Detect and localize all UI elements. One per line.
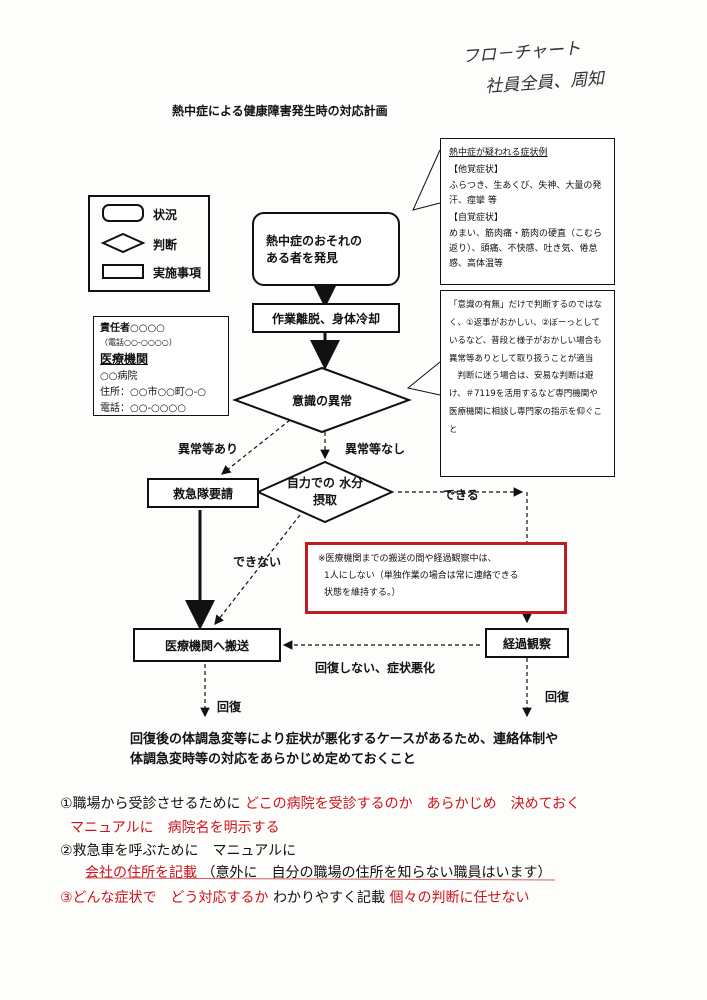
consciousness-diamond bbox=[232, 366, 412, 434]
consciousness-note-text-1: 「意識の有無」だけで判断するのではなく、①返事がおかしい、②ぼーっとしているなど… bbox=[449, 300, 603, 364]
call-ambulance-label: 救急隊要請 bbox=[172, 486, 233, 501]
instruction-3-black: わかりやすく記載 bbox=[273, 890, 386, 906]
contact-box: 責任者○○○○ （電話○○-○○○○） 医療機関 ○○病院 住所：○○市○○町○… bbox=[93, 316, 229, 416]
consciousness-label: 意識の異常 bbox=[291, 393, 352, 408]
legend-decision-shape bbox=[100, 232, 146, 254]
legend-status-shape bbox=[102, 204, 144, 222]
cool-down-label: 作業離脱、身体冷却 bbox=[271, 311, 380, 326]
instruction-1: ①職場から受診させるために どこの病院を受診するのか あらかじめ 決めておく bbox=[60, 793, 580, 813]
instruction-3: ③どんな症状で どう対応するか わかりやすく記載 個々の判断に任せない bbox=[60, 887, 529, 907]
cool-down-node: 作業離脱、身体冷却 bbox=[252, 303, 400, 333]
hospital-address: 住所：○○市○○町○-○ bbox=[100, 386, 206, 398]
instruction-3-red-1: ③どんな症状で どう対応するか bbox=[60, 890, 269, 906]
legend-decision-label: 判断 bbox=[153, 238, 178, 252]
instruction-2b: 会社の住所を記載 （意外に 自分の職場の住所を知らない職員はいます） bbox=[85, 862, 551, 882]
legend-action-label: 実施事項 bbox=[153, 266, 202, 280]
water-intake-label: 自力での 水分摂取 bbox=[286, 476, 364, 507]
page-title: 熱中症による健康障害発生時の対応計画 bbox=[172, 104, 388, 118]
other-symptoms-text: ふらつき、生あくび、失神、大量の発汗、痙攣 等 bbox=[449, 181, 602, 207]
manager-phone: （電話○○-○○○○） bbox=[100, 338, 177, 347]
hospital-name: ○○病院 bbox=[100, 370, 138, 382]
recover-right-label: 回復 bbox=[545, 690, 570, 704]
instruction-2: ②救急車を呼ぶために マニュアルに bbox=[60, 843, 297, 859]
instruction-2b-black: （意外に 自分の職場の住所を知らない職員はいます） bbox=[201, 865, 552, 881]
supervision-note-line-1: ※医療機関までの搬送の間や経過観察中は、 bbox=[318, 554, 497, 564]
supervision-note: ※医療機関までの搬送の間や経過観察中は、 1人にしない（単独作業の場合は常に連絡… bbox=[305, 542, 567, 614]
observe-label: 経過観察 bbox=[502, 636, 551, 651]
recover-left-label: 回復 bbox=[217, 700, 242, 714]
self-symptoms-label: 【自覚症状】 bbox=[449, 212, 504, 223]
instruction-3-red-2: 個々の判断に任せない bbox=[389, 890, 530, 906]
instruction-1b: マニュアルに 病院名を明示する bbox=[70, 820, 280, 836]
supervision-note-line-2: 1人にしない（単独作業の場合は常に連絡できる bbox=[324, 571, 519, 582]
consciousness-note-text-2: 判断に迷う場合は、安易な判断は避け、＃7119を活用するなど専門機関や医療機関に… bbox=[449, 371, 603, 435]
recovery-footer-note: 回復後の体調急変等により症状が悪化するケースがあるため、連絡体制や 体調急変時等… bbox=[130, 730, 558, 770]
instruction-1-red: どこの病院を受診するのか あらかじめ 決めておく bbox=[245, 796, 581, 812]
instruction-2b-red: 会社の住所を記載 bbox=[85, 865, 197, 881]
legend-status-label: 状況 bbox=[153, 208, 178, 222]
water-intake-diamond bbox=[255, 460, 395, 524]
hospital-tel: 電話：○○-○○○○ bbox=[100, 402, 186, 414]
other-symptoms-label: 【他覚症状】 bbox=[449, 165, 504, 176]
medical-heading: 医療機関 bbox=[100, 351, 149, 366]
abnormal-no-label: 異常等なし bbox=[345, 442, 406, 456]
recovery-footer-line-2: 体調急変時等の対応をあらかじめ定めておくこと bbox=[130, 752, 416, 768]
self-symptoms-text: めまい、筋肉痛・筋肉の硬直（こむら返り）、頭痛、不快感、吐き気、倦怠感、高体温等 bbox=[449, 228, 603, 270]
manager-name: 責任者○○○○ bbox=[100, 323, 165, 334]
call-ambulance-node: 救急隊要請 bbox=[147, 478, 259, 508]
symptom-heading: 熱中症が疑われる症状例 bbox=[449, 148, 548, 158]
symptom-note: 熱中症が疑われる症状例 【他覚症状】 ふらつき、生あくび、失神、大量の発汗、痙攣… bbox=[440, 138, 615, 285]
cannot-label: できない bbox=[233, 555, 282, 569]
start-node: 熱中症のおそれの ある者を発見 bbox=[252, 212, 400, 286]
recovery-footer-line-1: 回復後の体調急変等により症状が悪化するケースがあるため、連絡体制や bbox=[130, 732, 559, 747]
abnormal-yes-label: 異常等あり bbox=[178, 442, 239, 456]
can-label: できる bbox=[443, 488, 479, 502]
start-node-label: 熱中症のおそれの ある者を発見 bbox=[266, 234, 363, 265]
instruction-1-black: ①職場から受診させるために bbox=[60, 796, 241, 812]
observe-node: 経過観察 bbox=[485, 628, 569, 658]
consciousness-note: 「意識の有無」だけで判断するのではなく、①返事がおかしい、②ぼーっとしているなど… bbox=[440, 290, 615, 477]
transport-label: 医療機関へ搬送 bbox=[164, 638, 249, 653]
supervision-note-line-3: 状態を維持する。） bbox=[324, 588, 401, 599]
transport-node: 医療機関へ搬送 bbox=[133, 628, 281, 662]
no-recovery-label: 回復しない、症状悪化 bbox=[315, 661, 436, 675]
legend-action-shape bbox=[102, 264, 144, 279]
legend-box bbox=[88, 195, 210, 292]
